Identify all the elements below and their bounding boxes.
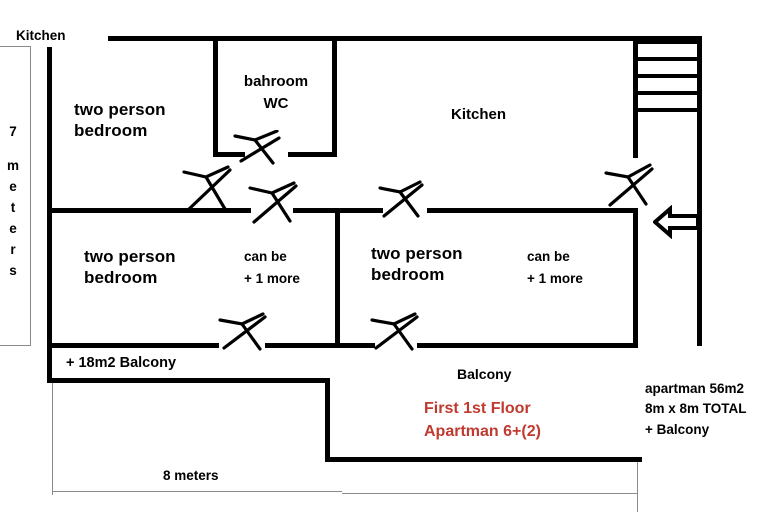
door-swing-icon-bedroom-bottom-right-top — [378, 180, 430, 220]
vertical-dimension-tick-top — [0, 46, 31, 47]
red-annotation-line1: First 1st Floor — [424, 400, 531, 417]
vdim-char-2: e — [9, 178, 17, 194]
wall-bathroom-bottom-right — [288, 152, 337, 157]
room-label-line1: two person — [84, 247, 176, 266]
vdim-char-6: s — [9, 262, 17, 278]
capacity-note-line1: can be — [244, 249, 287, 264]
door-swing-icon-bedroom-mid — [248, 180, 306, 225]
vdim-char-3: t — [10, 199, 16, 215]
vdim-char-1: m — [6, 157, 19, 173]
vdim-char-4: e — [9, 220, 17, 236]
room-label-line2: bedroom — [74, 121, 148, 141]
stairs-icon — [638, 40, 700, 127]
vdim-char-0: 7 — [9, 124, 17, 139]
wall-balcony-step-vertical — [325, 378, 330, 462]
wall-kitchen-right — [633, 36, 638, 158]
bottom-dimension-label: 8 meters — [163, 468, 219, 483]
balcony-label-right: Balcony — [457, 366, 512, 382]
wall-balcony-bottom — [325, 457, 642, 462]
room-label-line2: bedroom — [84, 268, 158, 288]
wall-balcony-left-bottom — [47, 378, 330, 383]
wall-bedroom-bottom-right-seg — [417, 343, 638, 348]
wall-between-bottom-bedrooms — [335, 208, 340, 344]
wall-bathroom-bottom-left — [213, 152, 245, 157]
vdim-gap — [2, 143, 24, 156]
capacity-note-line2: + 1 more — [527, 270, 583, 286]
wall-exterior-right — [697, 36, 702, 346]
wall-exterior-left — [47, 47, 52, 347]
bottom-dimension-tick-left — [52, 383, 53, 495]
door-swing-icon-balcony-right — [370, 312, 426, 352]
wall-entry-hall-left — [633, 208, 638, 347]
room-label-line1: two person — [371, 244, 463, 263]
door-swing-icon-balcony-left — [218, 312, 274, 352]
room-label-bedroom-top-left: two person bedroom — [74, 99, 166, 142]
top-left-kitchen-label: Kitchen — [16, 28, 66, 43]
wall-exterior-top — [108, 36, 702, 41]
wall-bathroom-left — [213, 36, 218, 157]
door-swing-icon-bedroom-top-left — [182, 165, 242, 215]
area-note-line1: apartman 56m2 — [645, 381, 745, 396]
wall-bedroom-bottom-left-seg — [47, 343, 219, 348]
wall-bedroom-bottom-mid-seg — [265, 343, 375, 348]
red-annotation-line2: Apartman 6+(2) — [424, 423, 541, 441]
room-label-line1: bahroom — [243, 73, 309, 90]
arrow-left-icon — [651, 204, 701, 244]
bottom-dimension-line-right — [342, 493, 638, 494]
room-label-line2: bedroom — [371, 265, 445, 285]
vdim-char-5: r — [10, 241, 16, 257]
vertical-dimension-label: 7 m e t e r s — [2, 122, 24, 281]
wall-balcony-left — [47, 343, 52, 383]
balcony-label-left: + 18m2 Balcony — [66, 355, 177, 371]
capacity-note-line1: can be — [527, 249, 570, 264]
wall-corridor-mid-segment-1 — [47, 208, 251, 213]
room-label-line2: WC — [263, 94, 289, 112]
room-label-bathroom: bahroom WC — [240, 73, 312, 114]
room-label-kitchen: Kitchen — [451, 106, 507, 123]
bottom-dimension-line-left — [52, 491, 342, 492]
area-note-line2: 8m x 8m TOTAL — [645, 401, 747, 417]
capacity-note-right: can be + 1 more — [527, 249, 583, 288]
vertical-dimension-tick-bottom — [0, 345, 31, 346]
capacity-note-line2: + 1 more — [244, 270, 300, 286]
room-label-line1: two person — [74, 100, 166, 119]
room-label-bedroom-bottom-left: two person bedroom — [84, 246, 176, 289]
vertical-dimension-line — [30, 46, 31, 346]
capacity-note-left: can be + 1 more — [244, 249, 300, 288]
door-swing-icon-bathroom — [233, 130, 293, 165]
wall-corridor-mid-segment-3 — [427, 208, 637, 213]
red-annotation: First 1st Floor Apartman 6+(2) — [424, 397, 541, 443]
area-note-line3: + Balcony — [645, 421, 710, 437]
bottom-dimension-tick-right — [637, 462, 638, 512]
area-note: apartman 56m2 8m x 8m TOTAL + Balcony — [645, 379, 747, 440]
door-swing-icon-kitchen — [604, 163, 662, 208]
room-label-bedroom-bottom-right: two person bedroom — [371, 243, 463, 286]
wall-bathroom-right — [332, 36, 337, 157]
